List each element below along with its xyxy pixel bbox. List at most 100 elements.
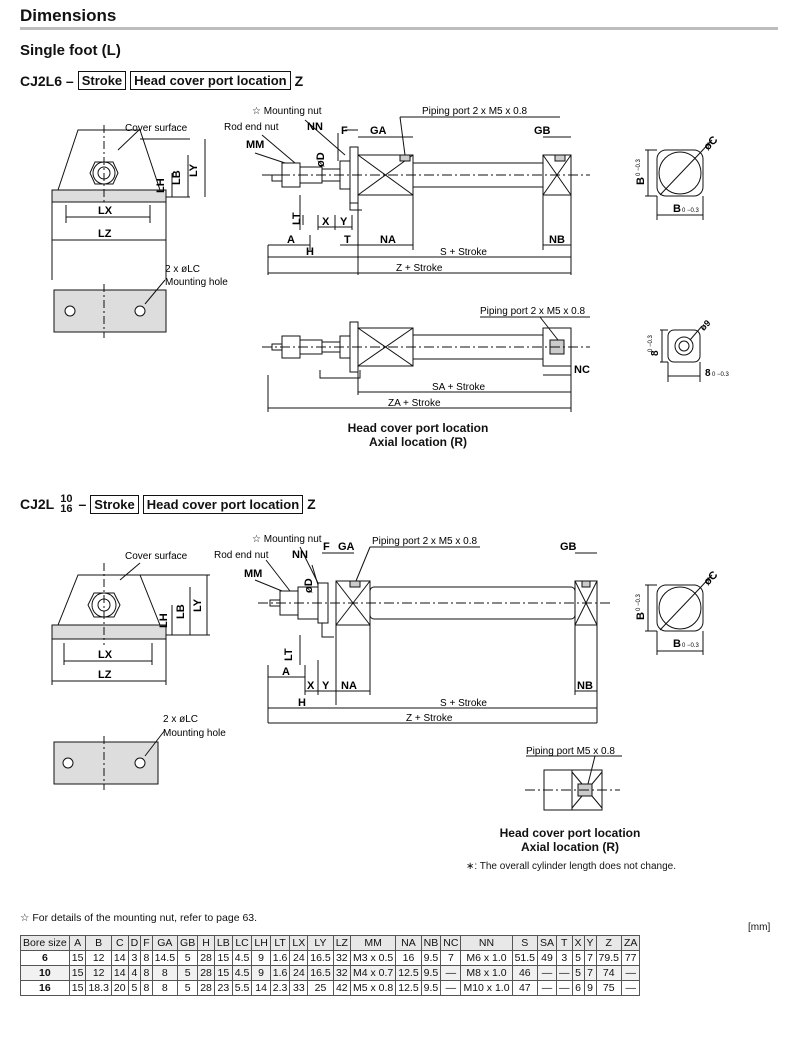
lt-label: LT: [291, 212, 303, 225]
table-header-cell: F: [140, 935, 153, 951]
foot-plate-top-view-1: 2 x øLC Mounting hole: [53, 264, 228, 338]
f-label-2: F: [323, 541, 330, 553]
table-cell: 42: [332, 980, 351, 996]
table-cell: 46: [511, 965, 539, 981]
b-left-tol-2: 0 −0.3: [636, 593, 642, 611]
table-cell: 9.5: [420, 950, 442, 966]
length-note: ∗: The overall cylinder length does not …: [466, 861, 676, 872]
table-cell: 24: [289, 965, 309, 981]
axial-caption-line2: Axial location (R): [368, 435, 467, 449]
od-label-2: øD: [303, 578, 315, 593]
table-header-cell: LC: [231, 935, 253, 951]
table-cell: 1.6: [269, 950, 291, 966]
table-cell: 1.6: [269, 965, 291, 981]
oc-label: øC: [702, 134, 721, 153]
table-cell: M6 x 1.0: [460, 950, 513, 966]
table-cell: M3 x 0.5: [349, 950, 397, 966]
piping-port-label-2: Piping port 2 x M5 x 0.8: [372, 536, 477, 547]
table-cell: —: [440, 965, 462, 981]
page-title: Dimensions: [20, 6, 117, 25]
table-cell: —: [440, 980, 462, 996]
a-label: A: [287, 234, 295, 246]
cover-surface-label: Cover surface: [125, 123, 188, 134]
table-cell: 15: [213, 965, 233, 981]
table-header-cell: X: [571, 935, 585, 951]
table-cell: —: [536, 965, 558, 981]
table-cell: M4 x 0.7: [349, 965, 397, 981]
table-header-cell: LY: [307, 935, 334, 951]
drawing-axial-port-detail: Piping port M5 x 0.8: [525, 746, 622, 811]
table-cell: 14: [251, 980, 271, 996]
lz-label-2: LZ: [98, 669, 112, 681]
table-cell: 16.5: [307, 965, 334, 981]
o9-label: ø9: [698, 318, 713, 333]
table-cell: 79.5: [595, 950, 622, 966]
gb-label: GB: [534, 125, 551, 137]
section-heading: Single foot (L): [20, 42, 121, 59]
bore-fraction: 10 16: [60, 494, 72, 515]
table-header-cell: NB: [420, 935, 442, 951]
b8-bottom-tol: 0 −0.3: [712, 372, 730, 378]
table-cell: —: [620, 965, 641, 981]
lh-label-2: LH: [158, 613, 170, 628]
table-cell: 16.5: [307, 950, 334, 966]
table-cell: 4.5: [231, 950, 253, 966]
table-cell: 25: [307, 980, 334, 996]
table-cell: 9: [583, 980, 597, 996]
b-bottom-label-2: B: [673, 638, 681, 650]
foot-plate-top-view-2: 2 x øLC Mounting hole: [53, 714, 226, 790]
mounting-hole-label: Mounting hole: [165, 277, 228, 288]
mm-label: MM: [246, 139, 264, 151]
unit-label: [mm]: [748, 922, 771, 933]
table-cell: 12.5: [395, 980, 422, 996]
table-cell: 16: [20, 980, 70, 996]
table-cell: 5: [571, 965, 585, 981]
model-suffix: Z: [294, 72, 304, 89]
table-cell: 28: [197, 965, 215, 981]
cover-surface-label-2: Cover surface: [125, 551, 188, 562]
ly-label-2: LY: [192, 598, 204, 612]
table-cell: 5: [177, 965, 199, 981]
table-header-cell: D: [127, 935, 142, 951]
table-header-cell: A: [68, 935, 87, 951]
table-cell: 32: [332, 950, 351, 966]
od-label: øD: [315, 152, 327, 167]
lh-label: LH: [155, 178, 167, 193]
table-cell: —: [620, 980, 641, 996]
za-stroke-label: ZA + Stroke: [388, 398, 441, 409]
rod-end-nut-label: Rod end nut: [224, 122, 279, 133]
stroke-box: Stroke: [77, 71, 127, 90]
table-cell: 15: [213, 950, 233, 966]
b-left-tol: 0 −0.3: [636, 158, 642, 176]
table-header-cell: Bore size: [20, 935, 70, 951]
nb-label: NB: [549, 234, 565, 246]
table-header-cell: Y: [583, 935, 597, 951]
piping-port-axial-label: Piping port 2 x M5 x 0.8: [480, 306, 585, 317]
lx-label: LX: [98, 205, 113, 217]
table-cell: 3: [556, 950, 573, 966]
b8-left-tol: 0 −0.3: [648, 334, 654, 352]
nc-label: NC: [574, 364, 590, 376]
rod-end-nut-label-2: Rod end nut: [214, 550, 269, 561]
b-left-label-2: B: [635, 612, 647, 620]
lb-label-2: LB: [175, 604, 187, 619]
table-cell: 24: [289, 950, 309, 966]
sa-stroke-label: SA + Stroke: [432, 382, 486, 393]
h-label-2: H: [298, 697, 306, 709]
table-cell: 9.5: [420, 965, 442, 981]
table-header-cell: Z: [595, 935, 622, 951]
b-left-label: B: [635, 177, 647, 185]
stroke-box-2: Stroke: [90, 494, 139, 514]
table-cell: 33: [289, 980, 309, 996]
f-label: F: [341, 125, 348, 137]
table-cell: 15: [68, 980, 87, 996]
b-bottom-tol-2: 0 −0.3: [682, 643, 700, 649]
lc-label: 2 x øLC: [165, 264, 200, 275]
table-cell: 10: [20, 965, 70, 981]
table-header-cell: ZA: [620, 935, 641, 951]
b8-left-label: 8: [650, 350, 661, 356]
s-stroke-label: S + Stroke: [440, 247, 487, 258]
